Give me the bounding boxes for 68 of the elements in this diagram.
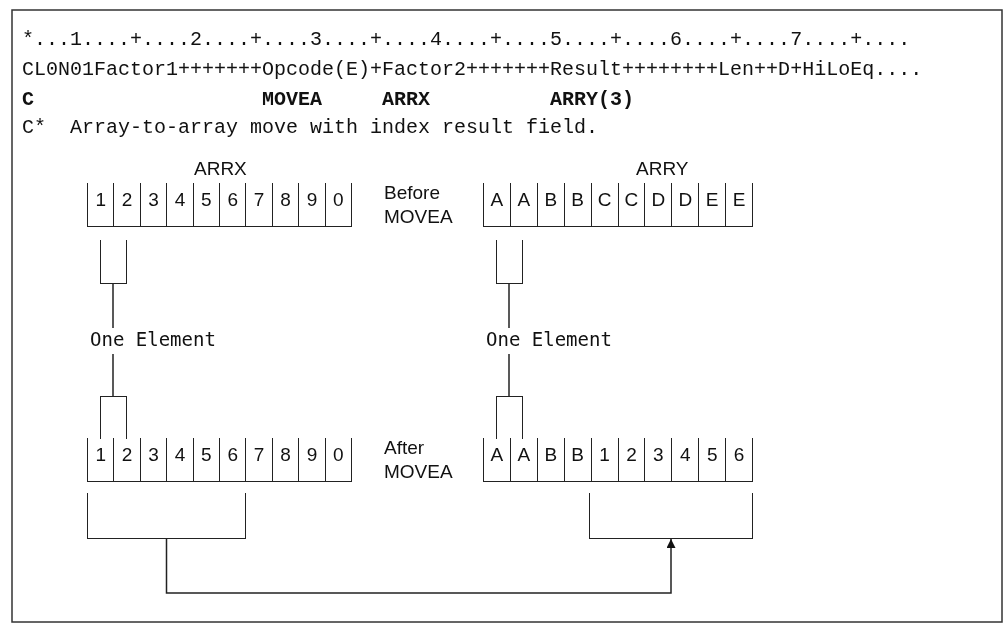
array-element: E	[698, 183, 726, 226]
array-row	[87, 183, 352, 227]
array-name: ARRY	[636, 157, 689, 181]
array-element: 0	[324, 438, 353, 481]
bracket	[100, 396, 127, 439]
array-row	[483, 438, 753, 482]
bracket	[496, 396, 523, 439]
ruler-line: *...1....+....2....+....3....+....4....+....5....+....6....+....7....+....	[22, 28, 911, 52]
array-element: 6	[725, 438, 754, 481]
code-token: ARRX	[382, 88, 430, 112]
array-element: 9	[298, 438, 325, 481]
array-element: 3	[139, 183, 167, 226]
array-element: 1	[590, 438, 618, 481]
leader-line	[112, 283, 114, 329]
array-element: A	[483, 183, 510, 226]
state-label: Before MOVEA	[384, 181, 454, 229]
arrow	[165, 538, 676, 594]
leader-line	[112, 353, 114, 397]
array-element: 9	[298, 183, 325, 226]
array-element: B	[536, 183, 564, 226]
code-token: MOVEA	[262, 88, 322, 112]
array-element: 8	[271, 438, 299, 481]
array-element: 5	[192, 438, 220, 481]
code-token: C	[22, 88, 34, 112]
column-header-line: CL0N01Factor1+++++++Opcode(E)+Factor2+++++++Result++++++++Len++D+HiLoEq....	[22, 58, 923, 82]
array-name: ARRX	[194, 157, 247, 181]
array-element: 2	[617, 438, 645, 481]
array-element: B	[563, 438, 591, 481]
array-element: B	[563, 183, 591, 226]
array-element: A	[483, 438, 510, 481]
array-element: 4	[166, 183, 193, 226]
comment-line: C* Array-to-array move with index result field.	[22, 116, 599, 140]
array-element: 1	[87, 183, 114, 226]
array-row	[87, 438, 352, 482]
array-element: 2	[113, 438, 140, 481]
array-element: 4	[166, 438, 193, 481]
bracket	[496, 240, 523, 284]
element-label: One Element	[486, 328, 612, 350]
array-element: 3	[644, 438, 672, 481]
array-element: D	[644, 183, 672, 226]
array-element: 6	[219, 438, 246, 481]
array-element: A	[509, 183, 537, 226]
bracket	[589, 493, 753, 539]
array-element: 0	[324, 183, 353, 226]
array-element: C	[617, 183, 645, 226]
bracket	[87, 493, 246, 539]
array-element: 5	[698, 438, 726, 481]
array-element: 7	[245, 183, 272, 226]
leader-line	[508, 353, 510, 397]
state-label: After MOVEA	[384, 436, 454, 484]
array-element: 4	[671, 438, 699, 481]
array-element: 3	[139, 438, 167, 481]
array-element: 7	[245, 438, 272, 481]
array-element: 5	[192, 183, 220, 226]
array-element: B	[536, 438, 564, 481]
array-element: E	[725, 183, 754, 226]
bracket	[100, 240, 127, 284]
code-token: ARRY(3)	[550, 88, 634, 112]
array-element: 8	[271, 183, 299, 226]
array-element: 2	[113, 183, 140, 226]
array-element: D	[671, 183, 699, 226]
element-label: One Element	[90, 328, 216, 350]
array-element: C	[590, 183, 618, 226]
array-element: 1	[87, 438, 114, 481]
leader-line	[508, 283, 510, 329]
array-element: 6	[219, 183, 246, 226]
array-row	[483, 183, 753, 227]
array-element: A	[509, 438, 537, 481]
